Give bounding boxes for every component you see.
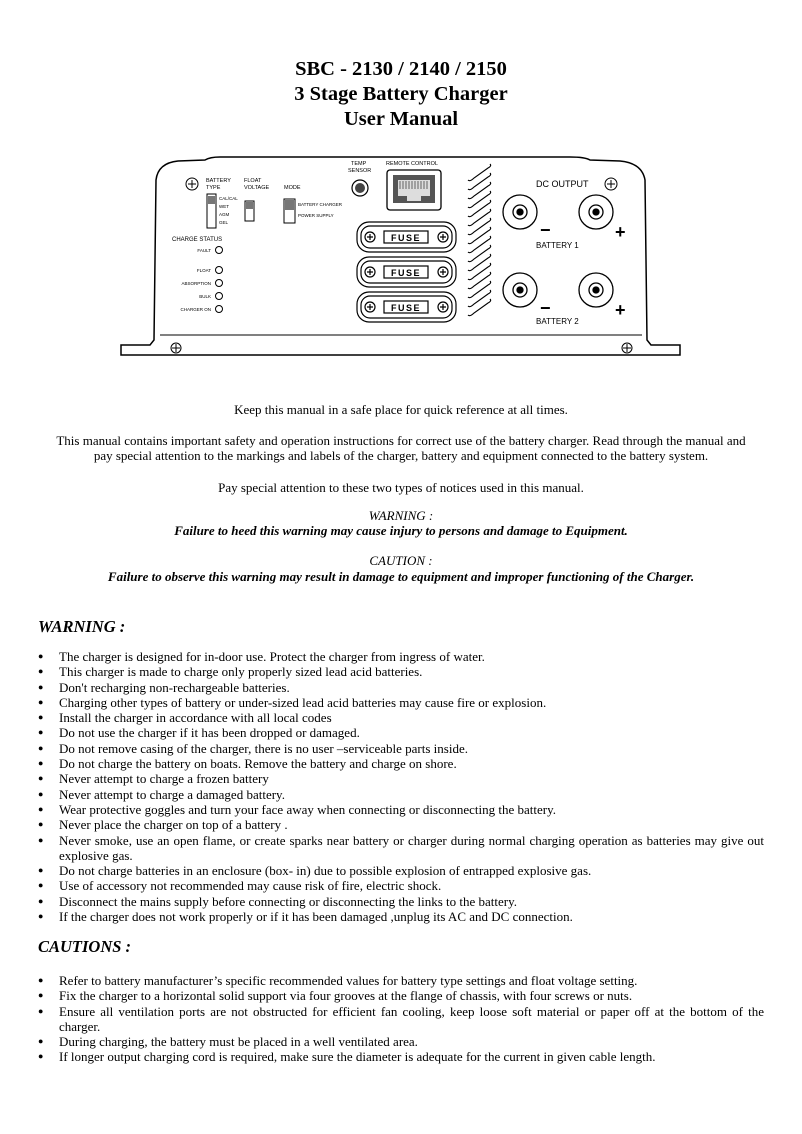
- list-item: If longer output charging cord is requir…: [38, 1049, 764, 1065]
- svg-text:+: +: [615, 222, 626, 242]
- svg-text:−: −: [540, 220, 551, 240]
- list-item: Charging other types of battery or under…: [38, 695, 764, 711]
- svg-text:BATTERY CHARGER: BATTERY CHARGER: [298, 202, 343, 207]
- list-item: Do not remove casing of the charger, the…: [38, 741, 764, 757]
- list-item: Do not charge the battery on boats. Remo…: [38, 756, 764, 772]
- fuse-holder: [356, 221, 457, 323]
- keep-manual-note: Keep this manual in a safe place for qui…: [234, 402, 568, 417]
- svg-text:POWER SUPPLY: POWER SUPPLY: [298, 213, 334, 218]
- list-item: Disconnect the mains supply before conne…: [38, 894, 764, 910]
- svg-text:FAULT: FAULT: [197, 248, 211, 253]
- svg-text:WET: WET: [219, 204, 229, 209]
- list-item: Do not use the charger if it has been dr…: [38, 725, 764, 741]
- svg-text:CAL/CAL: CAL/CAL: [219, 196, 238, 201]
- svg-text:TYPE: TYPE: [206, 185, 221, 191]
- svg-text:AGM: AGM: [219, 212, 230, 217]
- svg-text:−: −: [540, 298, 551, 318]
- battery1-label: BATTERY 1: [536, 241, 579, 250]
- list-item: If the charger does not work properly or…: [38, 909, 764, 925]
- chassis-outline: [120, 156, 681, 356]
- float-voltage-switch: [244, 200, 255, 222]
- list-item: Don't recharging non-rechargeable batter…: [38, 680, 764, 696]
- svg-text:FLOAT: FLOAT: [197, 268, 211, 273]
- list-item: Wear protective goggles and turn your fa…: [38, 802, 764, 818]
- temp-sensor-port: [351, 179, 369, 197]
- svg-text:CHARGER ON: CHARGER ON: [180, 307, 211, 312]
- document-type: User Manual: [343, 108, 459, 130]
- temp-sensor-label: TEMP: [351, 161, 367, 167]
- cautions-list: Refer to battery manufacturer’s specific…: [38, 973, 764, 1065]
- remote-control-port: [386, 169, 442, 211]
- warning-list: The charger is designed for in-door use.…: [38, 649, 764, 925]
- warning-notice-text: Failure to heed this warning may cause i…: [174, 523, 628, 538]
- warning-section-heading: WARNING :: [38, 617, 126, 636]
- svg-text:GEL: GEL: [219, 220, 229, 225]
- list-item: Ensure all ventilation ports are not obs…: [38, 1004, 764, 1035]
- remote-control-label: REMOTE CONTROL: [386, 161, 438, 167]
- svg-text:ABSORPTION: ABSORPTION: [181, 281, 211, 286]
- intro-paragraph-line1: This manual contains important safety an…: [56, 433, 746, 448]
- intro-paragraph-line2: pay special attention to the markings an…: [93, 448, 709, 463]
- ventilation-slots: [467, 163, 492, 317]
- battery2-label: BATTERY 2: [536, 317, 579, 326]
- document-title: SBC - 2130 / 2140 / 2150: [295, 58, 507, 80]
- list-item: Do not charge batteries in an enclosure …: [38, 863, 764, 879]
- mode-switch: [283, 198, 296, 224]
- document-subtitle: 3 Stage Battery Charger: [294, 83, 508, 105]
- mode-label: MODE: [284, 185, 301, 191]
- svg-text:FUSE: FUSE: [391, 303, 421, 313]
- svg-text:VOLTAGE: VOLTAGE: [244, 185, 269, 191]
- list-item: Use of accessory not recommended may cau…: [38, 878, 764, 894]
- charger-front-panel-diagram: BATTERY TYPE CAL/CAL WET AGM GEL FLOAT V…: [120, 156, 681, 356]
- cautions-section-heading: CAUTIONS :: [38, 937, 132, 956]
- notice-types-note: Pay special attention to these two types…: [218, 480, 584, 495]
- list-item: Never smoke, use an open flame, or creat…: [38, 833, 764, 864]
- svg-text:FUSE: FUSE: [391, 268, 421, 278]
- list-item: Install the charger in accordance with a…: [38, 710, 764, 726]
- list-item: The charger is designed for in-door use.…: [38, 649, 764, 665]
- svg-text:+: +: [615, 300, 626, 320]
- warning-notice-heading: WARNING :: [368, 508, 434, 523]
- svg-text:SENSOR: SENSOR: [348, 168, 371, 174]
- battery-type-switch: [206, 193, 217, 229]
- list-item: Refer to battery manufacturer’s specific…: [38, 973, 764, 989]
- svg-text:BULK: BULK: [199, 294, 211, 299]
- caution-notice-text: Failure to observe this warning may resu…: [107, 569, 695, 584]
- list-item: Never attempt to charge a damaged batter…: [38, 787, 764, 803]
- list-item: This charger is made to charge only prop…: [38, 664, 764, 680]
- mounting-screw-icon: [170, 177, 633, 354]
- list-item: Never place the charger on top of a batt…: [38, 817, 764, 833]
- svg-text:FUSE: FUSE: [391, 233, 421, 243]
- list-item: Never attempt to charge a frozen battery: [38, 771, 764, 787]
- battery-type-label: BATTERY: [206, 178, 231, 184]
- charge-status-label: CHARGE STATUS: [172, 237, 222, 243]
- float-voltage-label: FLOAT: [244, 178, 262, 184]
- list-item: During charging, the battery must be pla…: [38, 1034, 764, 1050]
- battery-terminal: [502, 194, 614, 308]
- status-led: [215, 246, 223, 313]
- list-item: Fix the charger to a horizontal solid su…: [38, 988, 764, 1004]
- dc-output-label: DC OUTPUT: [536, 179, 589, 189]
- caution-notice-heading: CAUTION :: [369, 553, 433, 568]
